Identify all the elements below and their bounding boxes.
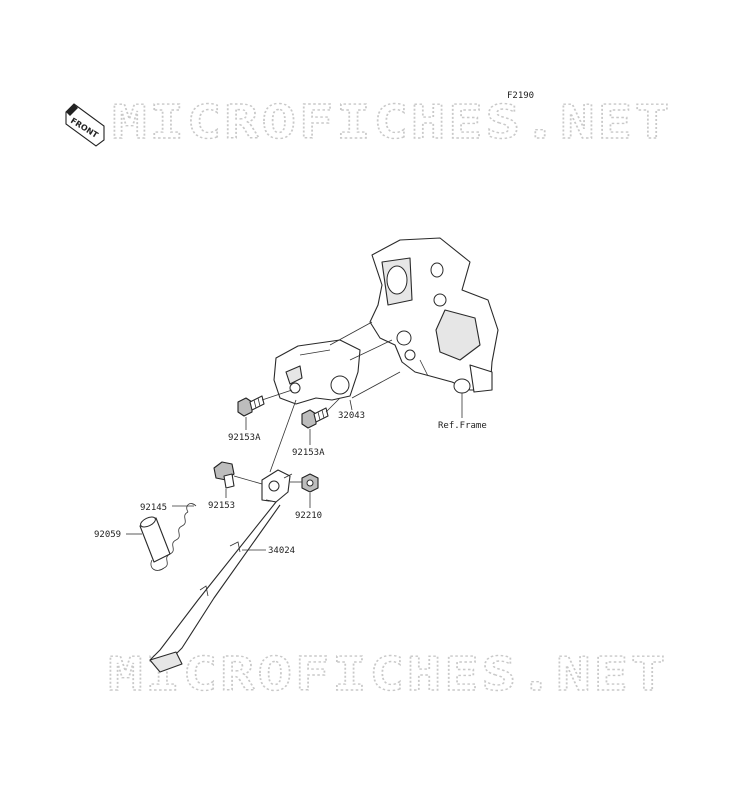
bolt-92153a-upper: [237, 395, 265, 417]
pivot-bolt-92153: [213, 461, 235, 489]
watermark-top: MICROFICHES.NET: [112, 95, 672, 149]
part-92153a-lower-label: 92153A: [292, 448, 325, 458]
side-stand-34024: [149, 469, 293, 673]
watermark-bottom: MICROFICHES.NET: [108, 647, 668, 701]
spacer-92059: [139, 516, 171, 563]
ref-frame-label: Ref.Frame: [438, 421, 487, 431]
bolt-92153a-lower: [301, 407, 329, 429]
diagram-code: F2190: [507, 91, 534, 101]
bracket-32043: [273, 339, 361, 405]
nut-92210: [301, 473, 319, 493]
part-92145-label: 92145: [140, 503, 167, 513]
part-92153a-upper-label: 92153A: [228, 433, 261, 443]
part-32043-label: 32043: [338, 411, 365, 421]
part-92153-label: 92153: [208, 501, 235, 511]
part-92059-label: 92059: [94, 530, 121, 540]
front-arrow-icon: FRONT: [65, 103, 105, 147]
spring-92145: [150, 503, 197, 571]
part-34024-label: 34024: [268, 546, 295, 556]
frame-part: [369, 237, 499, 394]
part-92210-label: 92210: [295, 511, 322, 521]
